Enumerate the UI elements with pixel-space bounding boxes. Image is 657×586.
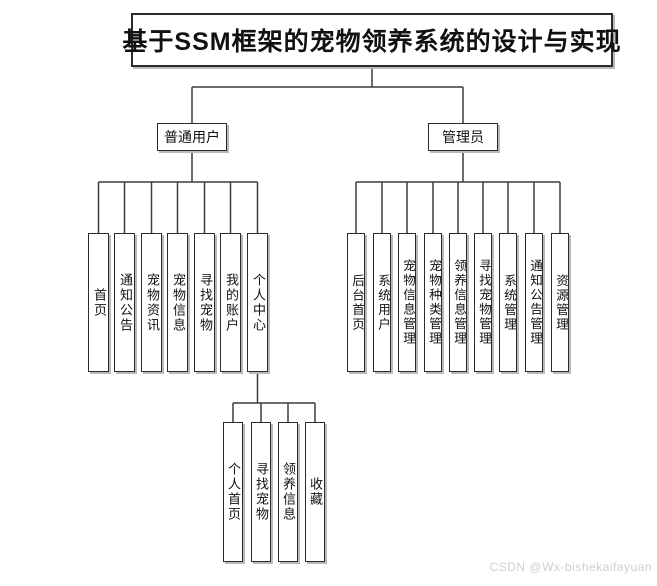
leaf-node-system-user: 系统用户	[373, 233, 391, 372]
diagram-title: 基于SSM框架的宠物领养系统的设计与实现	[122, 13, 621, 67]
leaf-node-resource-mgmt: 资源管理	[551, 233, 569, 372]
leaf-node-my-account: 我的账户	[220, 233, 241, 372]
watermark-text: CSDN @Wx-bishekaifayuan	[489, 560, 652, 574]
branch-node-admin: 管理员	[428, 123, 498, 151]
leaf-node-home: 首页	[88, 233, 109, 372]
branch-node-regular-user: 普通用户	[157, 123, 227, 151]
leaf-node-backend-home: 后台首页	[347, 233, 365, 372]
leaf-node-pet-info: 宠物信息	[167, 233, 188, 372]
leaf-node-personal-center: 个人中心	[247, 233, 268, 372]
leaf-node-find-pet-mgmt: 寻找宠物管理	[474, 233, 492, 372]
leaf-node-system-mgmt: 系统管理	[499, 233, 517, 372]
leaf-node-pet-news: 宠物资讯	[141, 233, 162, 372]
leaf-node-pet-info-mgmt: 宠物信息管理	[398, 233, 416, 372]
leaf-node-notice-mgmt: 通知公告管理	[525, 233, 543, 372]
leaf-node-adoption-info-mgmt: 领养信息管理	[449, 233, 467, 372]
leaf-node-adoption-info: 领养信息	[278, 422, 298, 562]
leaf-node-find-pet-sub: 寻找宠物	[251, 422, 271, 562]
leaf-node-favorites: 收藏	[305, 422, 325, 562]
leaf-node-personal-home: 个人首页	[223, 422, 243, 562]
leaf-node-pet-category-mgmt: 宠物种类管理	[424, 233, 442, 372]
leaf-node-notice: 通知公告	[114, 233, 135, 372]
leaf-node-find-pet: 寻找宠物	[194, 233, 215, 372]
